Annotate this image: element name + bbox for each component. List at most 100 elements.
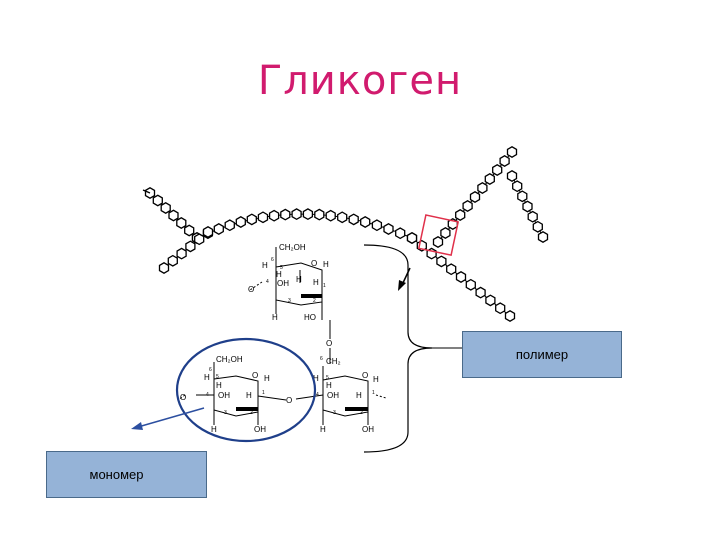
- glucose-hexagon: [224, 219, 235, 232]
- glucose-hexagon: [395, 227, 406, 240]
- glucose-hexagon: [475, 286, 486, 299]
- monomer-ellipse: [175, 337, 317, 443]
- lower-right-ch2: CH₂: [326, 357, 341, 366]
- polymer-label: полимер: [462, 331, 622, 378]
- upper-ring-o: O: [311, 259, 317, 268]
- chain-end-tick: [142, 189, 151, 194]
- upper-c4: 4: [266, 279, 269, 285]
- upper-oh-c3: OH: [277, 279, 289, 288]
- glycosidic-o-middle: O: [286, 396, 292, 405]
- lower-left-c2: 2: [250, 410, 253, 416]
- glucose-hexagon: [167, 254, 178, 267]
- lower-right-h-c5: H: [313, 374, 319, 383]
- lower-right-c5: 5: [326, 375, 329, 381]
- lower-left-c6: 6: [209, 367, 212, 373]
- glucose-hexagon: [158, 262, 170, 274]
- glucose-hexagon: [314, 208, 325, 221]
- glucose-hexagon: [246, 213, 257, 226]
- glucose-hexagon: [257, 211, 269, 224]
- lower-left-c5: 5: [216, 374, 219, 380]
- glucose-hexagon: [506, 170, 518, 182]
- glucose-hexagon: [337, 211, 348, 224]
- lower-left-h-c5: H: [204, 373, 210, 382]
- upper-h-bottom: H: [272, 313, 278, 322]
- upper-h-c4: H: [276, 270, 282, 279]
- glucose-hexagon: [440, 227, 451, 239]
- lower-left-h-c4: H: [216, 381, 222, 390]
- monomer-label: мономер: [46, 451, 207, 498]
- glucose-hexagon: [504, 310, 516, 322]
- glucose-hexagon: [477, 182, 488, 194]
- lower-left-oh-c3: OH: [218, 391, 230, 400]
- slide-title: Гликоген: [257, 58, 463, 104]
- polymer-brace: [363, 244, 433, 453]
- glucose-hexagon: [194, 233, 205, 246]
- glucose-hexagon: [291, 208, 302, 221]
- lower-left-ring-o: O: [252, 371, 258, 380]
- lower-right-c3: 3: [333, 410, 336, 416]
- glucose-hexagon: [213, 223, 224, 235]
- monomer-arrowhead: [131, 422, 143, 430]
- glucose-hexagon: [280, 208, 291, 221]
- glucose-hexagon: [202, 226, 214, 238]
- lower-left-c3: 3: [224, 410, 227, 416]
- glycogen-chain: [142, 146, 549, 322]
- upper-c6: 6: [271, 257, 274, 263]
- lower-left-o-left: O: [180, 393, 186, 402]
- glucose-hexagon: [302, 208, 314, 221]
- upper-c3: 3: [288, 298, 291, 304]
- glucose-hexagon: [484, 173, 495, 185]
- lower-left-c1: 1: [262, 390, 265, 396]
- upper-ho-c1: HO: [304, 313, 316, 322]
- lower-right-h-c1: H: [373, 375, 379, 384]
- glucose-hexagon: [152, 194, 163, 207]
- lower-left-glucose-unit: [177, 362, 287, 425]
- lower-right-c2: 2: [360, 410, 363, 416]
- upper-h-c1: H: [323, 260, 329, 269]
- glucose-hexagon: [455, 209, 466, 221]
- glucose-hexagon: [499, 155, 510, 167]
- lower-left-h-c2: H: [246, 391, 252, 400]
- glucose-hexagon: [432, 236, 444, 248]
- glycosidic-o-vertical: O: [326, 339, 332, 348]
- glucose-hexagon: [532, 220, 543, 233]
- glucose-hexagon: [512, 180, 523, 193]
- glucose-hexagon: [325, 209, 336, 222]
- pointer-arrowhead: [398, 280, 406, 291]
- glucose-hexagon: [348, 213, 359, 226]
- glucose-hexagon: [360, 216, 371, 228]
- lower-right-c4: 4: [316, 392, 319, 398]
- lower-right-h-bottom: H: [320, 425, 326, 434]
- glucose-hexagon: [235, 216, 246, 228]
- lower-right-ring-o: O: [362, 371, 368, 380]
- glucose-hexagon: [160, 202, 171, 214]
- glucose-hexagon: [268, 209, 280, 222]
- upper-h-c3: H: [296, 275, 302, 284]
- glucose-hexagon: [436, 255, 447, 268]
- upper-ring-o-left: O: [248, 285, 254, 294]
- lower-left-c4: 4: [206, 392, 209, 398]
- upper-c2: 2: [313, 298, 316, 304]
- glucose-hexagon: [184, 224, 195, 237]
- lower-left-h-bottom: H: [211, 425, 217, 434]
- lower-right-h-c2: H: [356, 391, 362, 400]
- glucose-hexagon: [465, 278, 476, 291]
- lower-left-h-c1: H: [264, 374, 270, 383]
- lower-right-glucose-unit: [295, 348, 387, 425]
- glucose-hexagon: [383, 223, 394, 235]
- glucose-hexagon: [446, 263, 457, 276]
- upper-h-c2: H: [313, 278, 319, 287]
- glucose-hexagon: [176, 247, 187, 260]
- glucose-hexagon: [485, 294, 496, 307]
- glucose-hexagon: [506, 146, 518, 158]
- glucose-hexagon: [537, 231, 549, 243]
- glucose-hexagon: [492, 164, 503, 176]
- glucose-hexagon: [406, 232, 418, 244]
- glucose-hexagon: [168, 209, 179, 222]
- glucose-hexagon: [469, 191, 481, 203]
- glucose-hexagon: [371, 219, 383, 232]
- upper-glucose-unit: [249, 247, 331, 339]
- glucose-hexagon: [462, 200, 473, 212]
- lower-right-c6: 6: [320, 356, 323, 362]
